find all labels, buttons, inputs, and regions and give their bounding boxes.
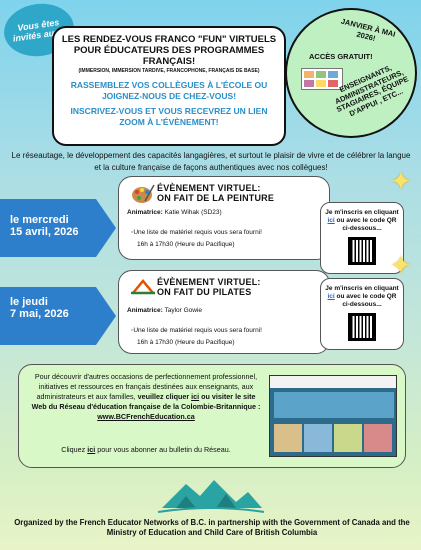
event-2-date-value: 7 mai, 2026 [10, 308, 69, 320]
info-link[interactable]: ici [191, 392, 200, 401]
website-thumbnail[interactable] [269, 375, 397, 457]
newsletter-text: Cliquez ici pour vous abonner au bulleti… [61, 445, 231, 454]
event-1-host: Animatrice: Katie Wihak (SD23) [127, 209, 222, 216]
date-arrow-2 [0, 287, 116, 345]
event-2-host-name: Taylor Gowie [164, 307, 203, 314]
event-2-time: 16h à 17h30 (Heure du Pacifique) [137, 339, 235, 346]
event-1-qr-code[interactable] [348, 237, 376, 265]
bullet-icon: ◦ [131, 229, 134, 236]
website-link[interactable]: www.BCFrenchEducation.ca [97, 412, 195, 421]
event-2-title2: ON FAIT DU PILATES [157, 287, 252, 297]
event-card-painting: ÉVÈNEMENT VIRTUEL: ON FAIT DE LA PEINTUR… [118, 176, 330, 260]
event-2-title1: ÉVÈNEMENT VIRTUEL: [157, 277, 261, 287]
event-1-register-link[interactable]: ici [327, 217, 335, 224]
event-1-title2: ON FAIT DE LA PEINTURE [157, 193, 275, 203]
intro-text: Le réseautage, le développement des capa… [11, 151, 411, 172]
event-1-host-name: Katie Wihak (SD23) [164, 209, 222, 216]
people-meeting-icon [301, 68, 343, 90]
event-1-date-value: 15 avril, 2026 [10, 226, 79, 238]
star-icon: ✦ [390, 166, 412, 196]
header-subtitle: (IMMERSION, IMMERSION TARDIVE, FRANCOPHO… [78, 68, 260, 74]
date-arrow-1 [0, 199, 116, 257]
circle-free-access: ACCÈS GRATUIT! [309, 52, 373, 61]
footer-text: Organized by the French Educator Network… [14, 518, 410, 537]
event-1-day: le mercredi [10, 214, 69, 226]
header-box: LES RENDEZ-VOUS FRANCO "FUN" VIRTUELS PO… [52, 26, 286, 146]
info-box: Pour découvrir d'autres occasions de per… [18, 364, 406, 468]
event-2-date: le jeudi 7 mai, 2026 [10, 296, 69, 320]
circle-date-range: JANVIER À MAI 2026! [340, 16, 397, 43]
newsletter-link[interactable]: ici [87, 445, 96, 454]
event-1-time: 16h à 17h30 (Heure du Pacifique) [137, 241, 235, 248]
event-2-host: Animatrice: Taylor Gowie [127, 307, 202, 314]
palette-icon [131, 183, 155, 210]
info-circle: JANVIER À MAI 2026! ACCÈS GRATUIT! ENSEI… [285, 8, 417, 138]
header-line-zoom: INSCRIVEZ-VOUS ET VOUS RECEVREZ UN LIEN … [70, 106, 268, 127]
event-2-host-label: Animatrice: [127, 307, 163, 314]
event-1-materials: ◦Une liste de matériel requis vous sera … [131, 229, 262, 236]
event-2-qr-code[interactable] [348, 313, 376, 341]
event-1-title1: ÉVÈNEMENT VIRTUEL: [157, 183, 261, 193]
event-2-register-link[interactable]: ici [327, 293, 335, 300]
event-1-date: le mercredi 15 avril, 2026 [10, 214, 79, 238]
header-line-school: RASSEMBLEZ VOS COLLÈGUES À L'ÉCOLE OU JO… [70, 80, 268, 101]
event-1-host-label: Animatrice: [127, 209, 163, 216]
pilates-icon [131, 277, 155, 300]
event-card-pilates: ÉVÈNEMENT VIRTUEL: ON FAIT DU PILATES An… [118, 270, 330, 354]
header-title: LES RENDEZ-VOUS FRANCO "FUN" VIRTUELS PO… [61, 34, 277, 67]
bullet-icon: ◦ [131, 327, 134, 334]
event-2-day: le jeudi [10, 296, 48, 308]
network-logo-icon [156, 474, 266, 518]
qr-box-2: Je m'inscris en cliquant ici ou avec le … [320, 278, 404, 350]
star-icon: ✦ [390, 250, 412, 280]
qr-box-1: Je m'inscris en cliquant ici ou avec le … [320, 202, 404, 274]
info-text: Pour découvrir d'autres occasions de per… [31, 372, 261, 421]
event-2-materials: ◦Une liste de matériel requis vous sera … [131, 327, 262, 334]
